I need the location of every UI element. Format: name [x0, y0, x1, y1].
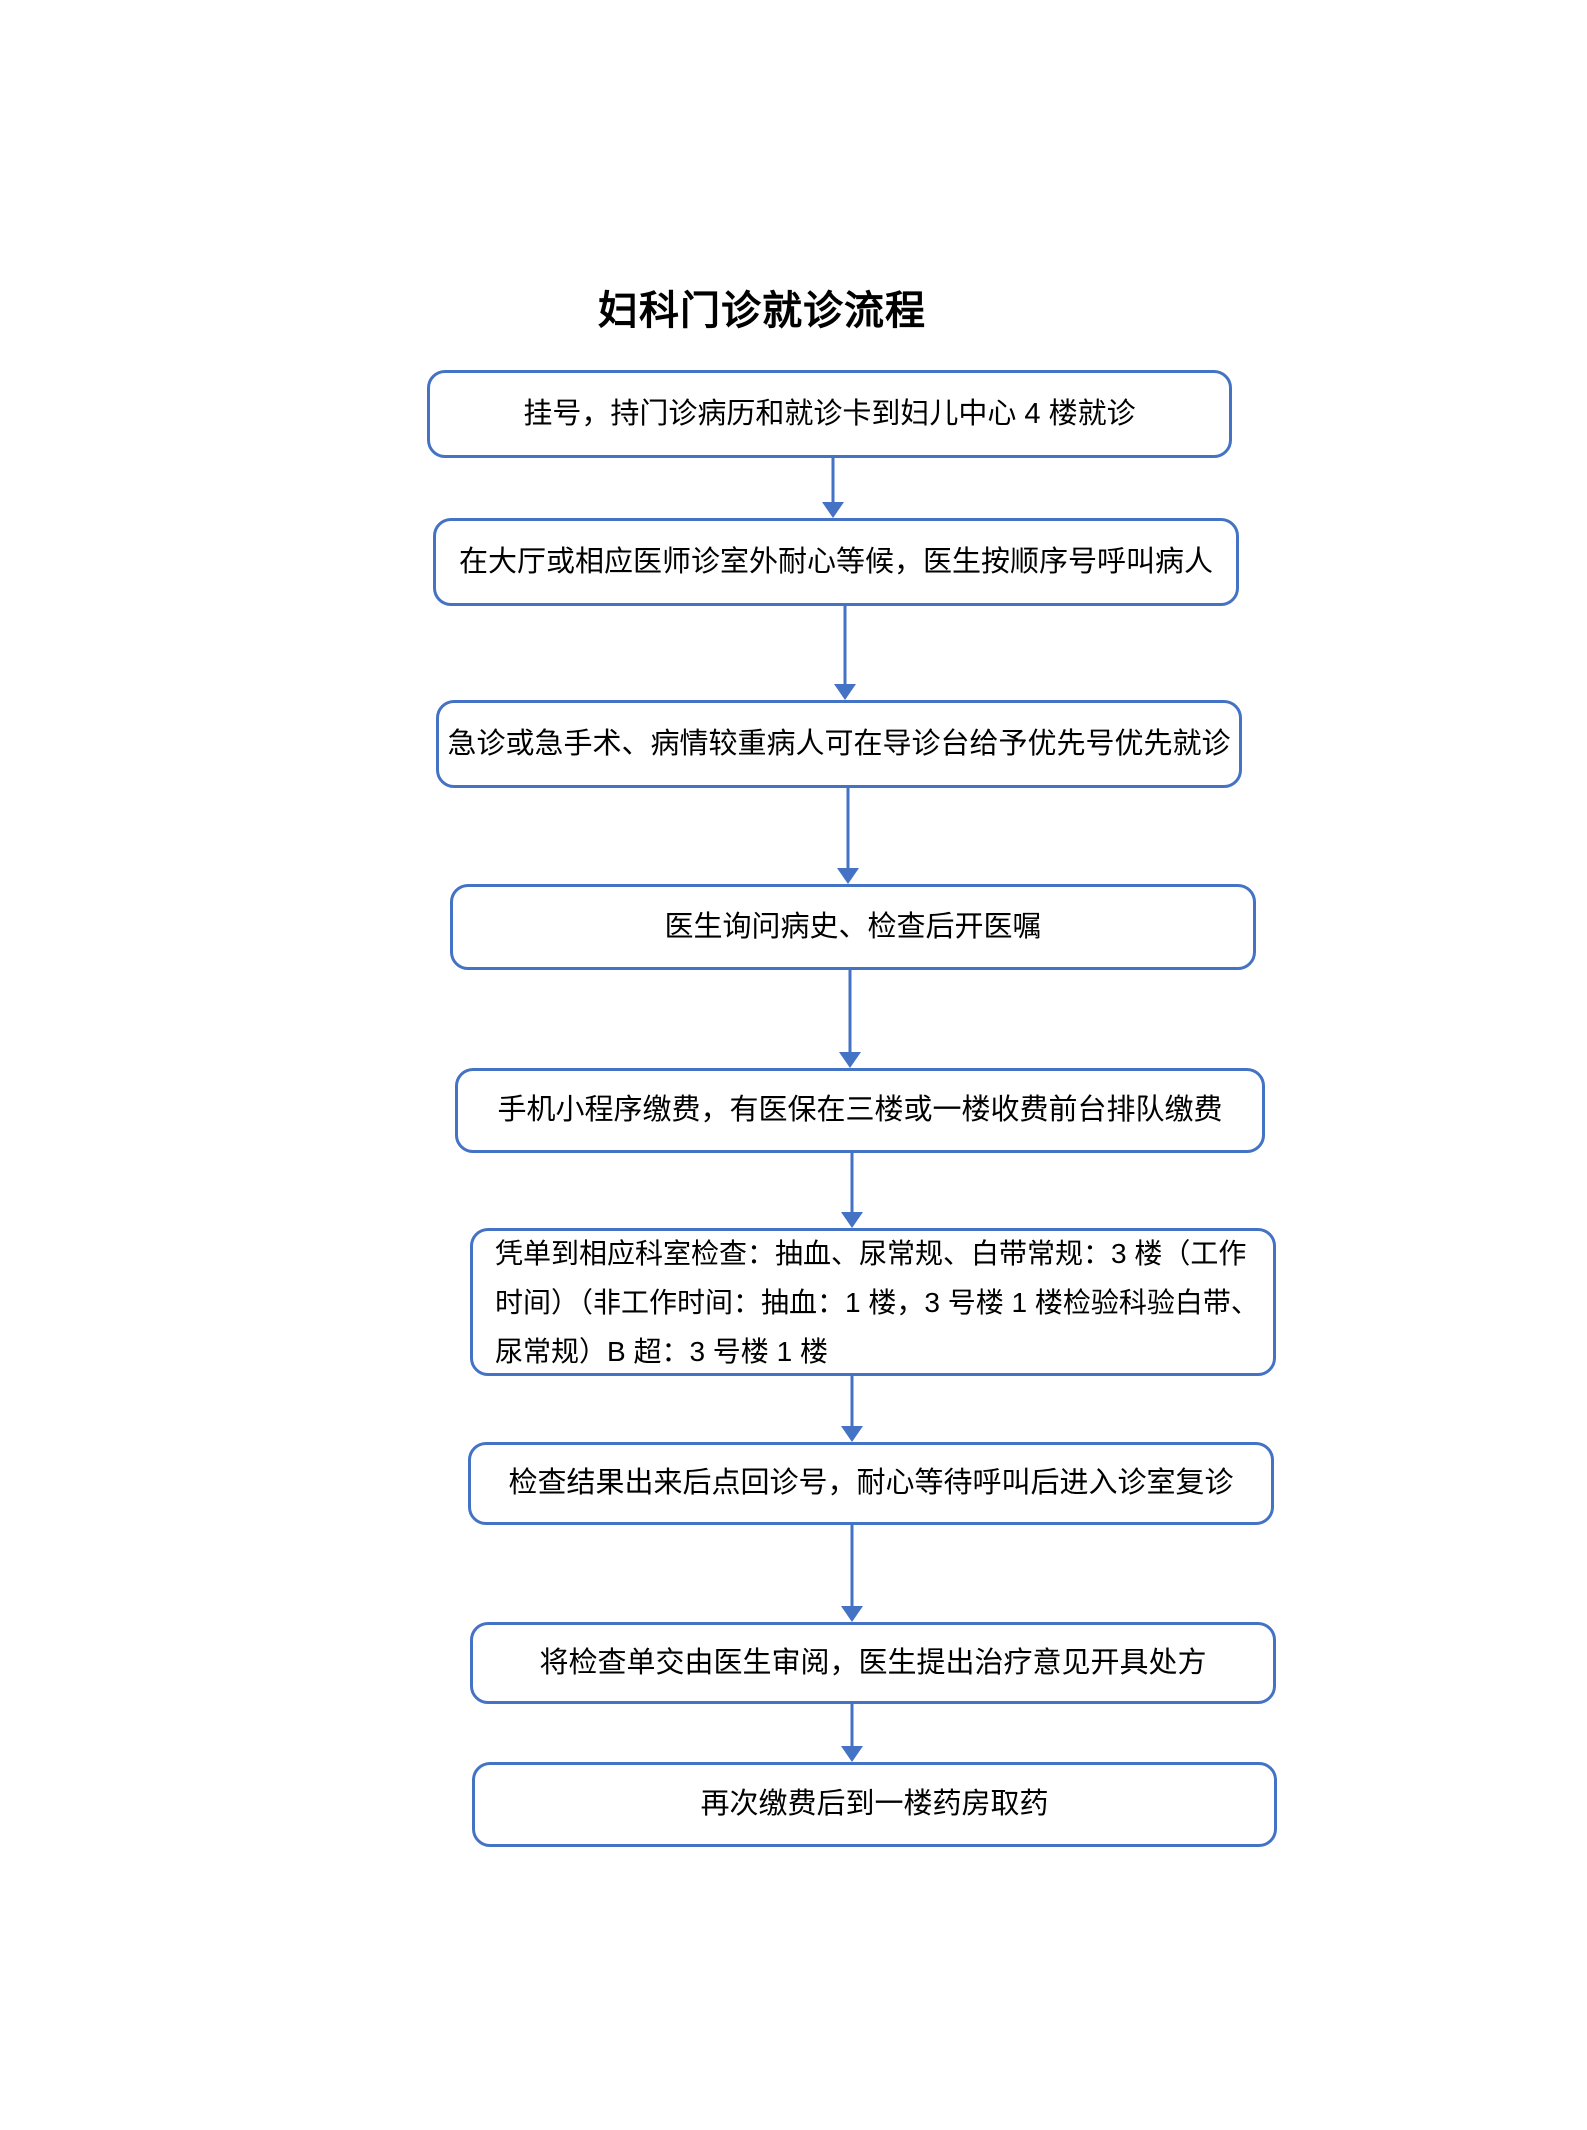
flow-step-doctor-inquiry-label: 医生询问病史、检查后开医嘱: [664, 910, 1042, 943]
flow-step-wait-in-hall: 在大厅或相应医师诊室外耐心等候，医生按顺序号呼叫病人: [433, 518, 1239, 606]
flow-step-payment: 手机小程序缴费，有医保在三楼或一楼收费前台排队缴费: [455, 1068, 1265, 1153]
connector-arrow-5: [841, 1153, 863, 1228]
flow-step-pharmacy-label: 再次缴费后到一楼药房取药: [700, 1788, 1049, 1821]
flow-step-exams-line-3: 尿常规）B 超：3 号楼 1 楼: [495, 1335, 828, 1367]
flow-step-pharmacy: 再次缴费后到一楼药房取药: [472, 1762, 1277, 1847]
flow-step-payment-label: 手机小程序缴费，有医保在三楼或一楼收费前台排队缴费: [497, 1094, 1223, 1127]
flow-step-exams-line-1: 凭单到相应科室检查：抽血、尿常规、白带常规：3 楼（工作: [495, 1237, 1247, 1269]
connector-arrow-3: [837, 788, 859, 884]
flow-step-register-label: 挂号，持门诊病历和就诊卡到妇儿中心 4 楼就诊: [523, 397, 1136, 430]
flow-step-exams-line-2: 时间）（非工作时间：抽血：1 楼，3 号楼 1 楼检验科验白带、: [495, 1286, 1259, 1318]
flow-step-doctor-review-label: 将检查单交由医生审阅，医生提出治疗意见开具处方: [539, 1646, 1207, 1679]
connector-arrow-2: [834, 606, 856, 700]
connector-arrow-4: [839, 970, 861, 1068]
connector-arrow-8: [841, 1704, 863, 1762]
flow-step-wait-in-hall-label: 在大厅或相应医师诊室外耐心等候，医生按顺序号呼叫病人: [458, 545, 1213, 578]
flow-step-doctor-review: 将检查单交由医生审阅，医生提出治疗意见开具处方: [470, 1622, 1276, 1704]
connector-arrow-1: [822, 458, 844, 518]
connector-arrow-6: [841, 1376, 863, 1442]
page-title: 妇科门诊就诊流程: [598, 289, 926, 333]
connector-arrow-7: [841, 1525, 863, 1622]
flow-step-emergency-priority-label: 急诊或急手术、病情较重病人可在导诊台给予优先号优先就诊: [447, 727, 1231, 760]
flow-step-emergency-priority: 急诊或急手术、病情较重病人可在导诊台给予优先号优先就诊: [436, 700, 1242, 788]
flow-step-register: 挂号，持门诊病历和就诊卡到妇儿中心 4 楼就诊: [427, 370, 1232, 458]
flow-step-doctor-inquiry: 医生询问病史、检查后开医嘱: [450, 884, 1256, 970]
flow-step-return-visit: 检查结果出来后点回诊号，耐心等待呼叫后进入诊室复诊: [468, 1442, 1274, 1525]
flow-step-return-visit-label: 检查结果出来后点回诊号，耐心等待呼叫后进入诊室复诊: [508, 1467, 1234, 1500]
flow-step-exams: 凭单到相应科室检查：抽血、尿常规、白带常规：3 楼（工作 时间）（非工作时间：抽…: [470, 1228, 1276, 1376]
